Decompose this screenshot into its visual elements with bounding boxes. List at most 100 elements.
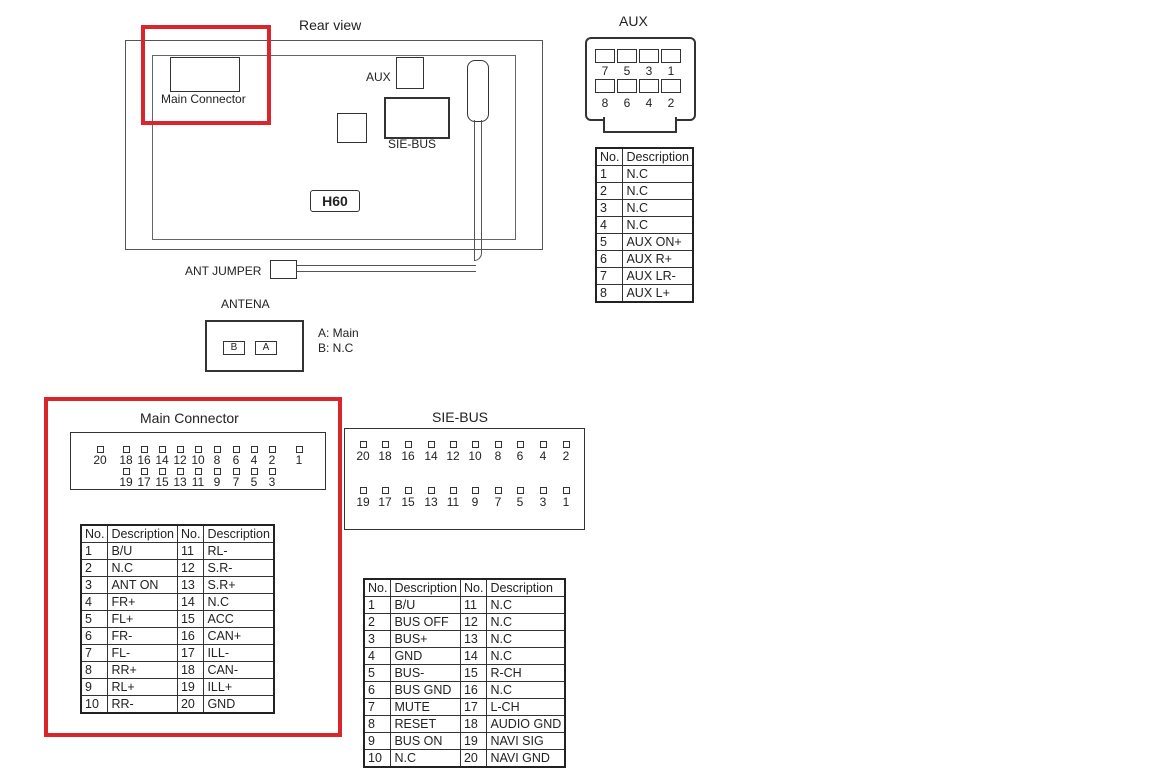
pin-description: NAVI GND bbox=[486, 749, 566, 768]
pin-label: 7 bbox=[601, 64, 609, 78]
pin-number: 8 bbox=[80, 661, 109, 679]
pin-description: BUS GND bbox=[390, 681, 461, 699]
pin-label: 6 bbox=[623, 96, 631, 110]
pin-contact bbox=[141, 446, 148, 453]
pin-description: N.C bbox=[622, 216, 694, 234]
pin-number: 14 bbox=[176, 593, 205, 611]
pin-number: 20 bbox=[459, 749, 488, 768]
pin-contact bbox=[296, 446, 303, 453]
main-connector-port bbox=[170, 57, 240, 92]
pin-label: 20 bbox=[356, 449, 370, 463]
pin-description: BUS OFF bbox=[390, 613, 461, 631]
pin-contact bbox=[472, 441, 479, 448]
pin-number: 4 bbox=[595, 216, 624, 234]
pin-contact bbox=[495, 441, 502, 448]
antenna-cable-plug bbox=[467, 60, 489, 122]
pin-label: 19 bbox=[356, 495, 370, 509]
pin-description: FR+ bbox=[107, 593, 178, 611]
pin-contact bbox=[450, 487, 457, 494]
pin-description: N.C bbox=[622, 182, 694, 200]
pin-description: N.C bbox=[486, 647, 566, 665]
pin-contact bbox=[123, 446, 130, 453]
pin-label: 10 bbox=[468, 449, 482, 463]
pin-description: R-CH bbox=[486, 664, 566, 682]
pin-label: 5 bbox=[516, 495, 524, 509]
pin-label: 2 bbox=[562, 449, 570, 463]
pin-description: S.R- bbox=[203, 559, 275, 577]
pin-description: MUTE bbox=[390, 698, 461, 716]
pin-number: 13 bbox=[176, 576, 205, 594]
pin-contact bbox=[251, 446, 258, 453]
pin-number: 6 bbox=[363, 681, 392, 699]
rear-view-title: Rear view bbox=[299, 17, 362, 33]
pin-number: 6 bbox=[80, 627, 109, 645]
pin-description: N.C bbox=[486, 630, 566, 648]
pin-number: 19 bbox=[176, 678, 205, 696]
pin-number: 9 bbox=[80, 678, 109, 696]
column-header: No. bbox=[80, 524, 109, 543]
pin-description: RR- bbox=[107, 695, 178, 714]
pin-label: 16 bbox=[137, 453, 151, 467]
column-header: Description bbox=[486, 578, 566, 597]
pin-label: 10 bbox=[191, 453, 205, 467]
main-connector-highlight bbox=[141, 25, 271, 125]
sie-bus-port bbox=[384, 97, 450, 139]
pin-contact bbox=[563, 487, 570, 494]
pin-number: 5 bbox=[363, 664, 392, 682]
pin-contact bbox=[382, 487, 389, 494]
pin-description: AUX L+ bbox=[622, 284, 694, 303]
pin-description: B/U bbox=[390, 596, 461, 614]
table-header-row: No.Description bbox=[595, 147, 694, 166]
pin-description: AUX ON+ bbox=[622, 233, 694, 251]
pin-label: 15 bbox=[155, 475, 169, 489]
pin-label: 9 bbox=[471, 495, 479, 509]
column-header: No. bbox=[176, 524, 205, 543]
pin-label: 2 bbox=[268, 453, 276, 467]
pin-description: N.C bbox=[107, 559, 178, 577]
pin-contact bbox=[97, 446, 104, 453]
pin-contact bbox=[360, 441, 367, 448]
pin-contact bbox=[141, 468, 148, 475]
pin-label: 19 bbox=[119, 475, 133, 489]
pin-label: 13 bbox=[424, 495, 438, 509]
pin-contact bbox=[269, 468, 276, 475]
antenna-pin-a: A bbox=[255, 341, 277, 355]
pin-contact bbox=[360, 487, 367, 494]
pin-contact bbox=[405, 441, 412, 448]
pin-contact bbox=[233, 446, 240, 453]
ant-jumper-label: ANT JUMPER bbox=[185, 264, 262, 278]
pin-number: 14 bbox=[459, 647, 488, 665]
pin-label: 6 bbox=[516, 449, 524, 463]
pin-description: N.C bbox=[622, 199, 694, 217]
column-header: Description bbox=[203, 524, 275, 543]
pin-description: GND bbox=[390, 647, 461, 665]
pin-contact bbox=[495, 487, 502, 494]
aux-label: AUX bbox=[366, 70, 391, 84]
pin-contact bbox=[428, 441, 435, 448]
pin-description: N.C bbox=[622, 165, 694, 183]
pin-label: 20 bbox=[93, 453, 107, 467]
pin-number: 5 bbox=[80, 610, 109, 628]
pin-number: 12 bbox=[176, 559, 205, 577]
pin-number: 11 bbox=[176, 542, 205, 560]
pin-number: 2 bbox=[363, 613, 392, 631]
pin-number: 18 bbox=[176, 661, 205, 679]
column-header: Description bbox=[107, 524, 178, 543]
pin-contact bbox=[540, 487, 547, 494]
pin-number: 4 bbox=[363, 647, 392, 665]
pin-label: 12 bbox=[446, 449, 460, 463]
model-badge: H60 bbox=[310, 190, 360, 212]
pin-label: 5 bbox=[250, 475, 258, 489]
pin-number: 15 bbox=[459, 664, 488, 682]
pin-description: RL- bbox=[203, 542, 275, 560]
